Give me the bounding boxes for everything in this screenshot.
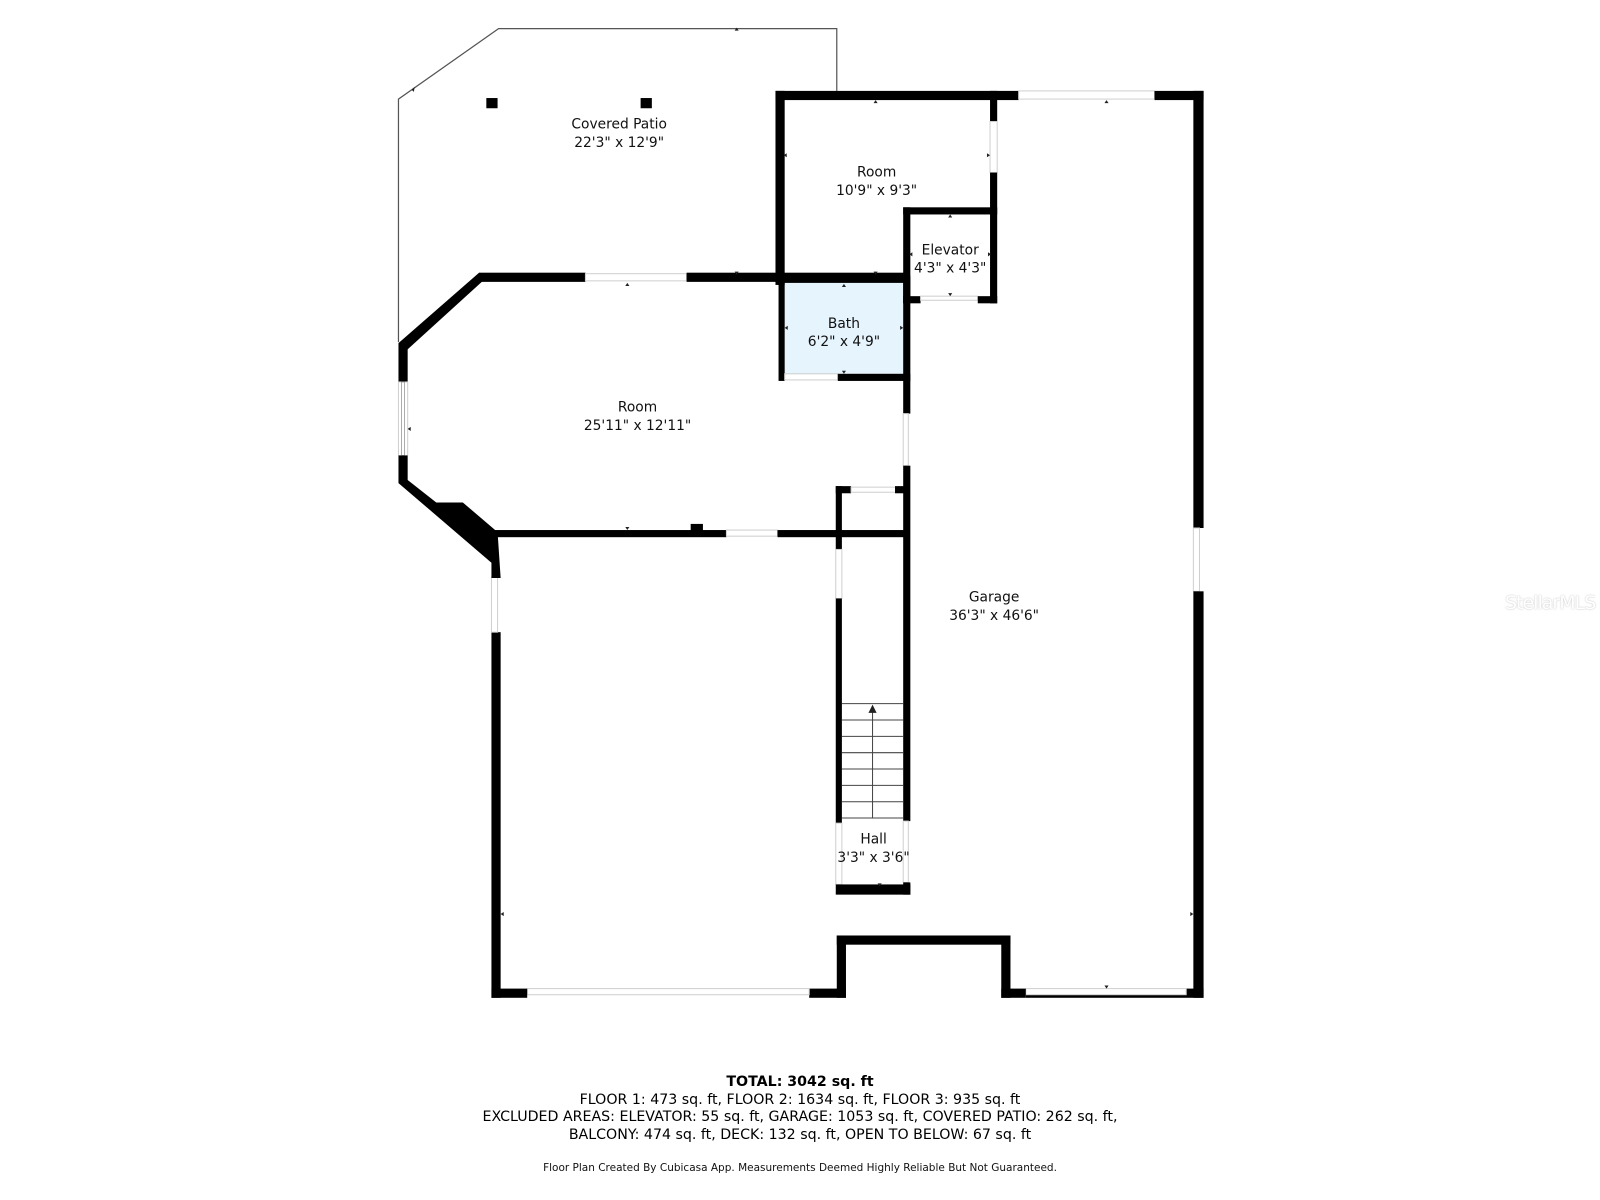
stair-up-arrow-icon [868,704,877,713]
garage-divider-wall [902,380,911,895]
room-label-covered-patio: Covered Patio 22'3" x 12'9" [571,117,666,151]
excluded-areas-line-2: BALCONY: 474 sq. ft, DECK: 132 sq. ft, O… [568,1126,1032,1143]
svg-text:Room: Room [857,165,896,181]
svg-text:Room: Room [618,400,657,416]
room-label-bath: Bath 6'2" x 4'9" [808,316,880,350]
credit-note: Floor Plan Created By Cubicasa App. Meas… [543,1162,1057,1174]
svg-text:6'2" x 4'9": 6'2" x 4'9" [808,334,880,350]
svg-text:Elevator: Elevator [922,242,979,258]
excluded-areas-line-1: EXCLUDED AREAS: ELEVATOR: 55 sq. ft, GAR… [482,1109,1118,1126]
svg-text:22'3" x 12'9": 22'3" x 12'9" [574,135,664,151]
dimension-ticks [407,100,1194,989]
upper-room-walls [775,90,1019,304]
svg-text:Garage: Garage [969,590,1019,606]
svg-text:Hall: Hall [860,832,886,848]
svg-text:Covered Patio: Covered Patio [571,117,666,133]
stair-hall-walls [835,486,911,895]
svg-text:3'3" x 3'6": 3'3" x 3'6" [837,850,909,866]
room-label-hall: Hall 3'3" x 3'6" [837,832,909,866]
elevator-walls [903,207,998,304]
total-area: TOTAL: 3042 sq. ft [726,1074,874,1090]
room-label-elevator: Elevator 4'3" x 4'3" [914,242,986,276]
watermark: StellarMLS [1505,592,1596,614]
covered-patio-outline [397,27,838,343]
bath-floor [784,282,904,374]
svg-text:36'3" x 46'6": 36'3" x 46'6" [949,608,1039,624]
stairs [841,703,904,819]
garage-walls [490,90,1204,998]
area-summary: TOTAL: 3042 sq. ft FLOOR 1: 473 sq. ft, … [0,1074,1600,1144]
bath-walls [775,275,911,381]
svg-text:10'9" x 9'3": 10'9" x 9'3" [836,183,917,199]
room-label-main-room: Room 25'11" x 12'11" [584,400,691,434]
svg-text:4'3" x 4'3": 4'3" x 4'3" [914,261,986,277]
patio-post [640,98,652,109]
svg-text:25'11" x 12'11": 25'11" x 12'11" [584,418,691,434]
svg-text:Bath: Bath [828,316,860,332]
room-label-garage: Garage 36'3" x 46'6" [949,590,1039,624]
floor-areas: FLOOR 1: 473 sq. ft, FLOOR 2: 1634 sq. f… [579,1091,1021,1108]
patio-post [486,98,498,109]
room-label-upper-room: Room 10'9" x 9'3" [836,165,917,199]
